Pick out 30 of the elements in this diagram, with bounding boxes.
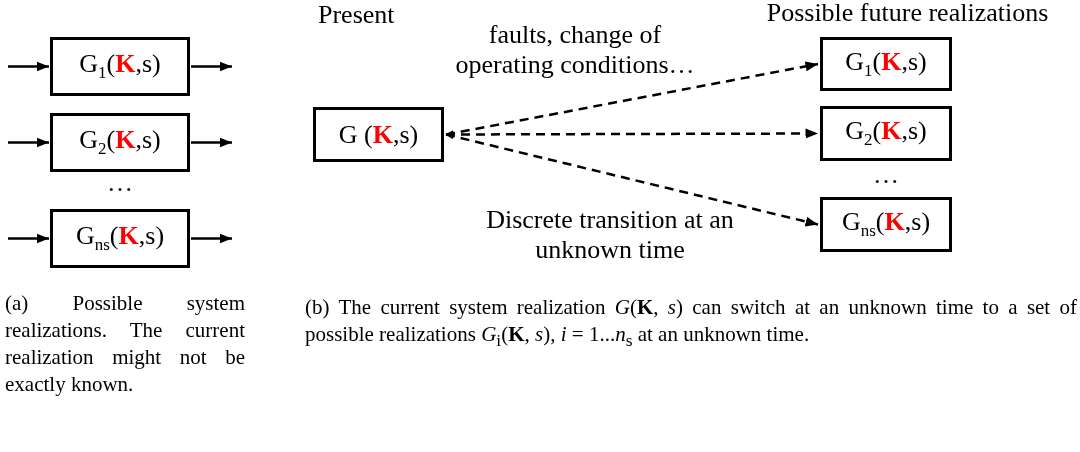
block-label: G (K,s) (338, 119, 419, 150)
arrow (445, 133, 819, 227)
block-box (50, 209, 190, 268)
annotation-text: Discrete transition at an unknown time (485, 205, 735, 265)
ellipsis: … (106, 168, 134, 198)
block-box (313, 107, 444, 162)
arrow (8, 137, 49, 148)
block-box (820, 37, 952, 91)
block-box (820, 197, 952, 252)
node-caption: Present (318, 0, 395, 30)
heading: Possible future realizations (765, 0, 1050, 28)
block-label: G$_{2}$(K,s) (79, 125, 161, 160)
ellipsis: … (872, 160, 900, 190)
arrow (8, 233, 49, 244)
block-label: G$_{ns}$(K,s) (75, 221, 165, 256)
block-label: G$_{1}$(K,s) (79, 49, 161, 84)
arrow (191, 233, 232, 244)
caption-text: (a) Possible system realizations. The current realization might not be exactly known. (5, 290, 245, 398)
block-label: G$_{2}$(K,s) (845, 116, 927, 151)
arrow (446, 128, 818, 139)
block-box (50, 37, 190, 96)
block-label: G$_{1}$(K,s) (845, 46, 927, 82)
annotation-text: faults, change of operating conditions… (454, 20, 696, 80)
arrow (191, 61, 232, 72)
arrow (8, 61, 49, 72)
arrow (191, 137, 232, 148)
block-box (820, 106, 952, 161)
caption-text: (b) The current system realization G(K, s) can switch at an unknown time to a set of possible realizations G$_{i}$(K, s), i = 1...n$_{s}$ at an unknown time. (305, 294, 1077, 353)
block-label: G$_{ns}$(K,s) (841, 207, 931, 242)
block-box (50, 113, 190, 172)
